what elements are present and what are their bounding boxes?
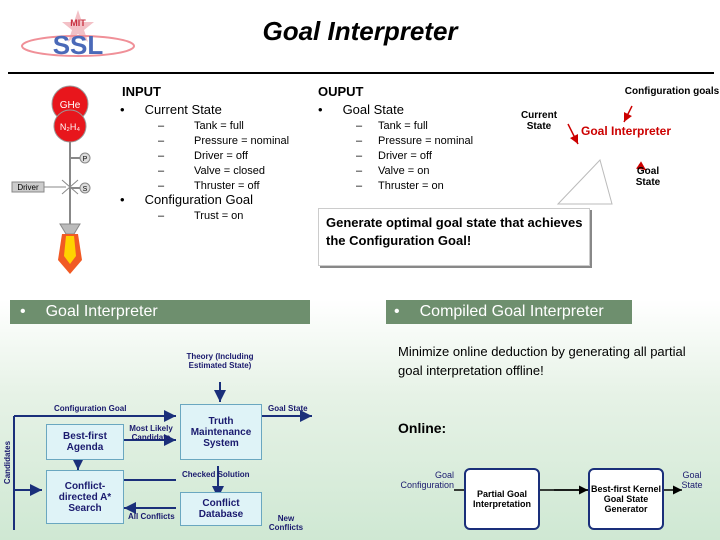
list-item: –Tank = full (356, 120, 428, 132)
config-goal-bullet: •Configuration Goal (120, 192, 253, 207)
compiled-interpreter-bar-label: Compiled Goal Interpreter (419, 303, 604, 320)
list-item: –Pressure = nominal (158, 135, 290, 147)
config-goal-label: Configuration Goal (144, 192, 253, 207)
tms-box: Truth Maintenance System (180, 404, 262, 460)
output-heading: OUPUT (318, 84, 364, 99)
candidates-label: Candidates (3, 440, 13, 485)
page-title: Goal Interpreter (262, 16, 458, 46)
conflict-db-box: Conflict Database (180, 492, 262, 526)
list-item: –Valve = on (356, 165, 430, 177)
svg-text:SSL: SSL (53, 30, 104, 60)
goal-state-arrow-label: Goal State (268, 404, 308, 413)
svg-text:MIT: MIT (70, 18, 86, 28)
most-likely-label: Most Likely Candidate (129, 424, 173, 442)
svg-text:Driver: Driver (17, 183, 39, 192)
callout-text: Generate optimal goal state that achieve… (326, 215, 583, 248)
list-item: –Valve = closed (158, 165, 266, 177)
flow-goal-configuration: Goal Configuration (400, 470, 454, 490)
callout-bubble (318, 208, 590, 266)
current-state-label: Current State (144, 102, 222, 117)
goal-state-list: –Tank = full –Pressure = nominal –Driver… (356, 119, 473, 194)
config-goal-list: –Trust = on (158, 209, 243, 224)
interpreter-mini-diagram (556, 105, 647, 205)
svg-text:N₂H₄: N₂H₄ (60, 122, 80, 132)
mit-ssl-logo: SSL MIT (21, 10, 135, 60)
mini-goal-state: Goal State (635, 166, 661, 188)
agenda-box: Best-first Agenda (46, 424, 124, 460)
mini-configuration-goals: Configuration goals (624, 86, 720, 97)
svg-text:P: P (83, 156, 88, 163)
new-conflicts-label: New Conflicts (268, 514, 304, 532)
online-label: Online: (398, 420, 447, 436)
list-item: –Driver = off (158, 150, 248, 162)
list-item: –Thruster = off (158, 180, 260, 192)
compiled-description: Minimize online deduction by generating … (398, 344, 686, 378)
checked-solution-label: Checked Solution (182, 470, 250, 479)
list-item: –Tank = full (158, 120, 244, 132)
svg-text:S: S (83, 186, 88, 193)
list-item: –Thruster = on (356, 180, 444, 192)
kernel-generator-box: Best-first Kernel Goal State Generator (588, 468, 664, 530)
list-item: –Trust = on (158, 210, 244, 222)
goal-interpreter-bar-label: Goal Interpreter (45, 303, 158, 320)
partial-interpretation-box: Partial Goal Interpretation (464, 468, 540, 530)
mini-current-state: Current State (520, 110, 558, 132)
all-conflicts-label: All Conflicts (128, 512, 175, 521)
flow-goal-state: Goal State (681, 470, 703, 490)
current-state-bullet: •Current State (120, 102, 222, 117)
input-heading: INPUT (122, 84, 161, 99)
conflict-astar-box: Conflict-directed A* Search (46, 470, 124, 524)
list-item: –Driver = off (356, 150, 432, 162)
svg-text:GHe: GHe (60, 100, 81, 111)
list-item: –Pressure = nominal (356, 135, 474, 147)
goal-state-label: Goal State (342, 102, 404, 117)
title-rule (8, 72, 714, 74)
mini-goal-interpreter: Goal Interpreter (580, 124, 672, 138)
theory-label: Theory (Including Estimated State) (186, 352, 254, 370)
goal-state-bullet: •Goal State (318, 102, 404, 117)
current-state-list: –Tank = full –Pressure = nominal –Driver… (158, 119, 289, 194)
compiled-interpreter-bar: •Compiled Goal Interpreter (386, 300, 632, 324)
goal-interpreter-bar: •Goal Interpreter (10, 300, 310, 324)
rocket-schematic: GHe N₂H₄ P S Driver (11, 85, 91, 274)
config-goal-arrow-label: Configuration Goal (54, 404, 127, 413)
